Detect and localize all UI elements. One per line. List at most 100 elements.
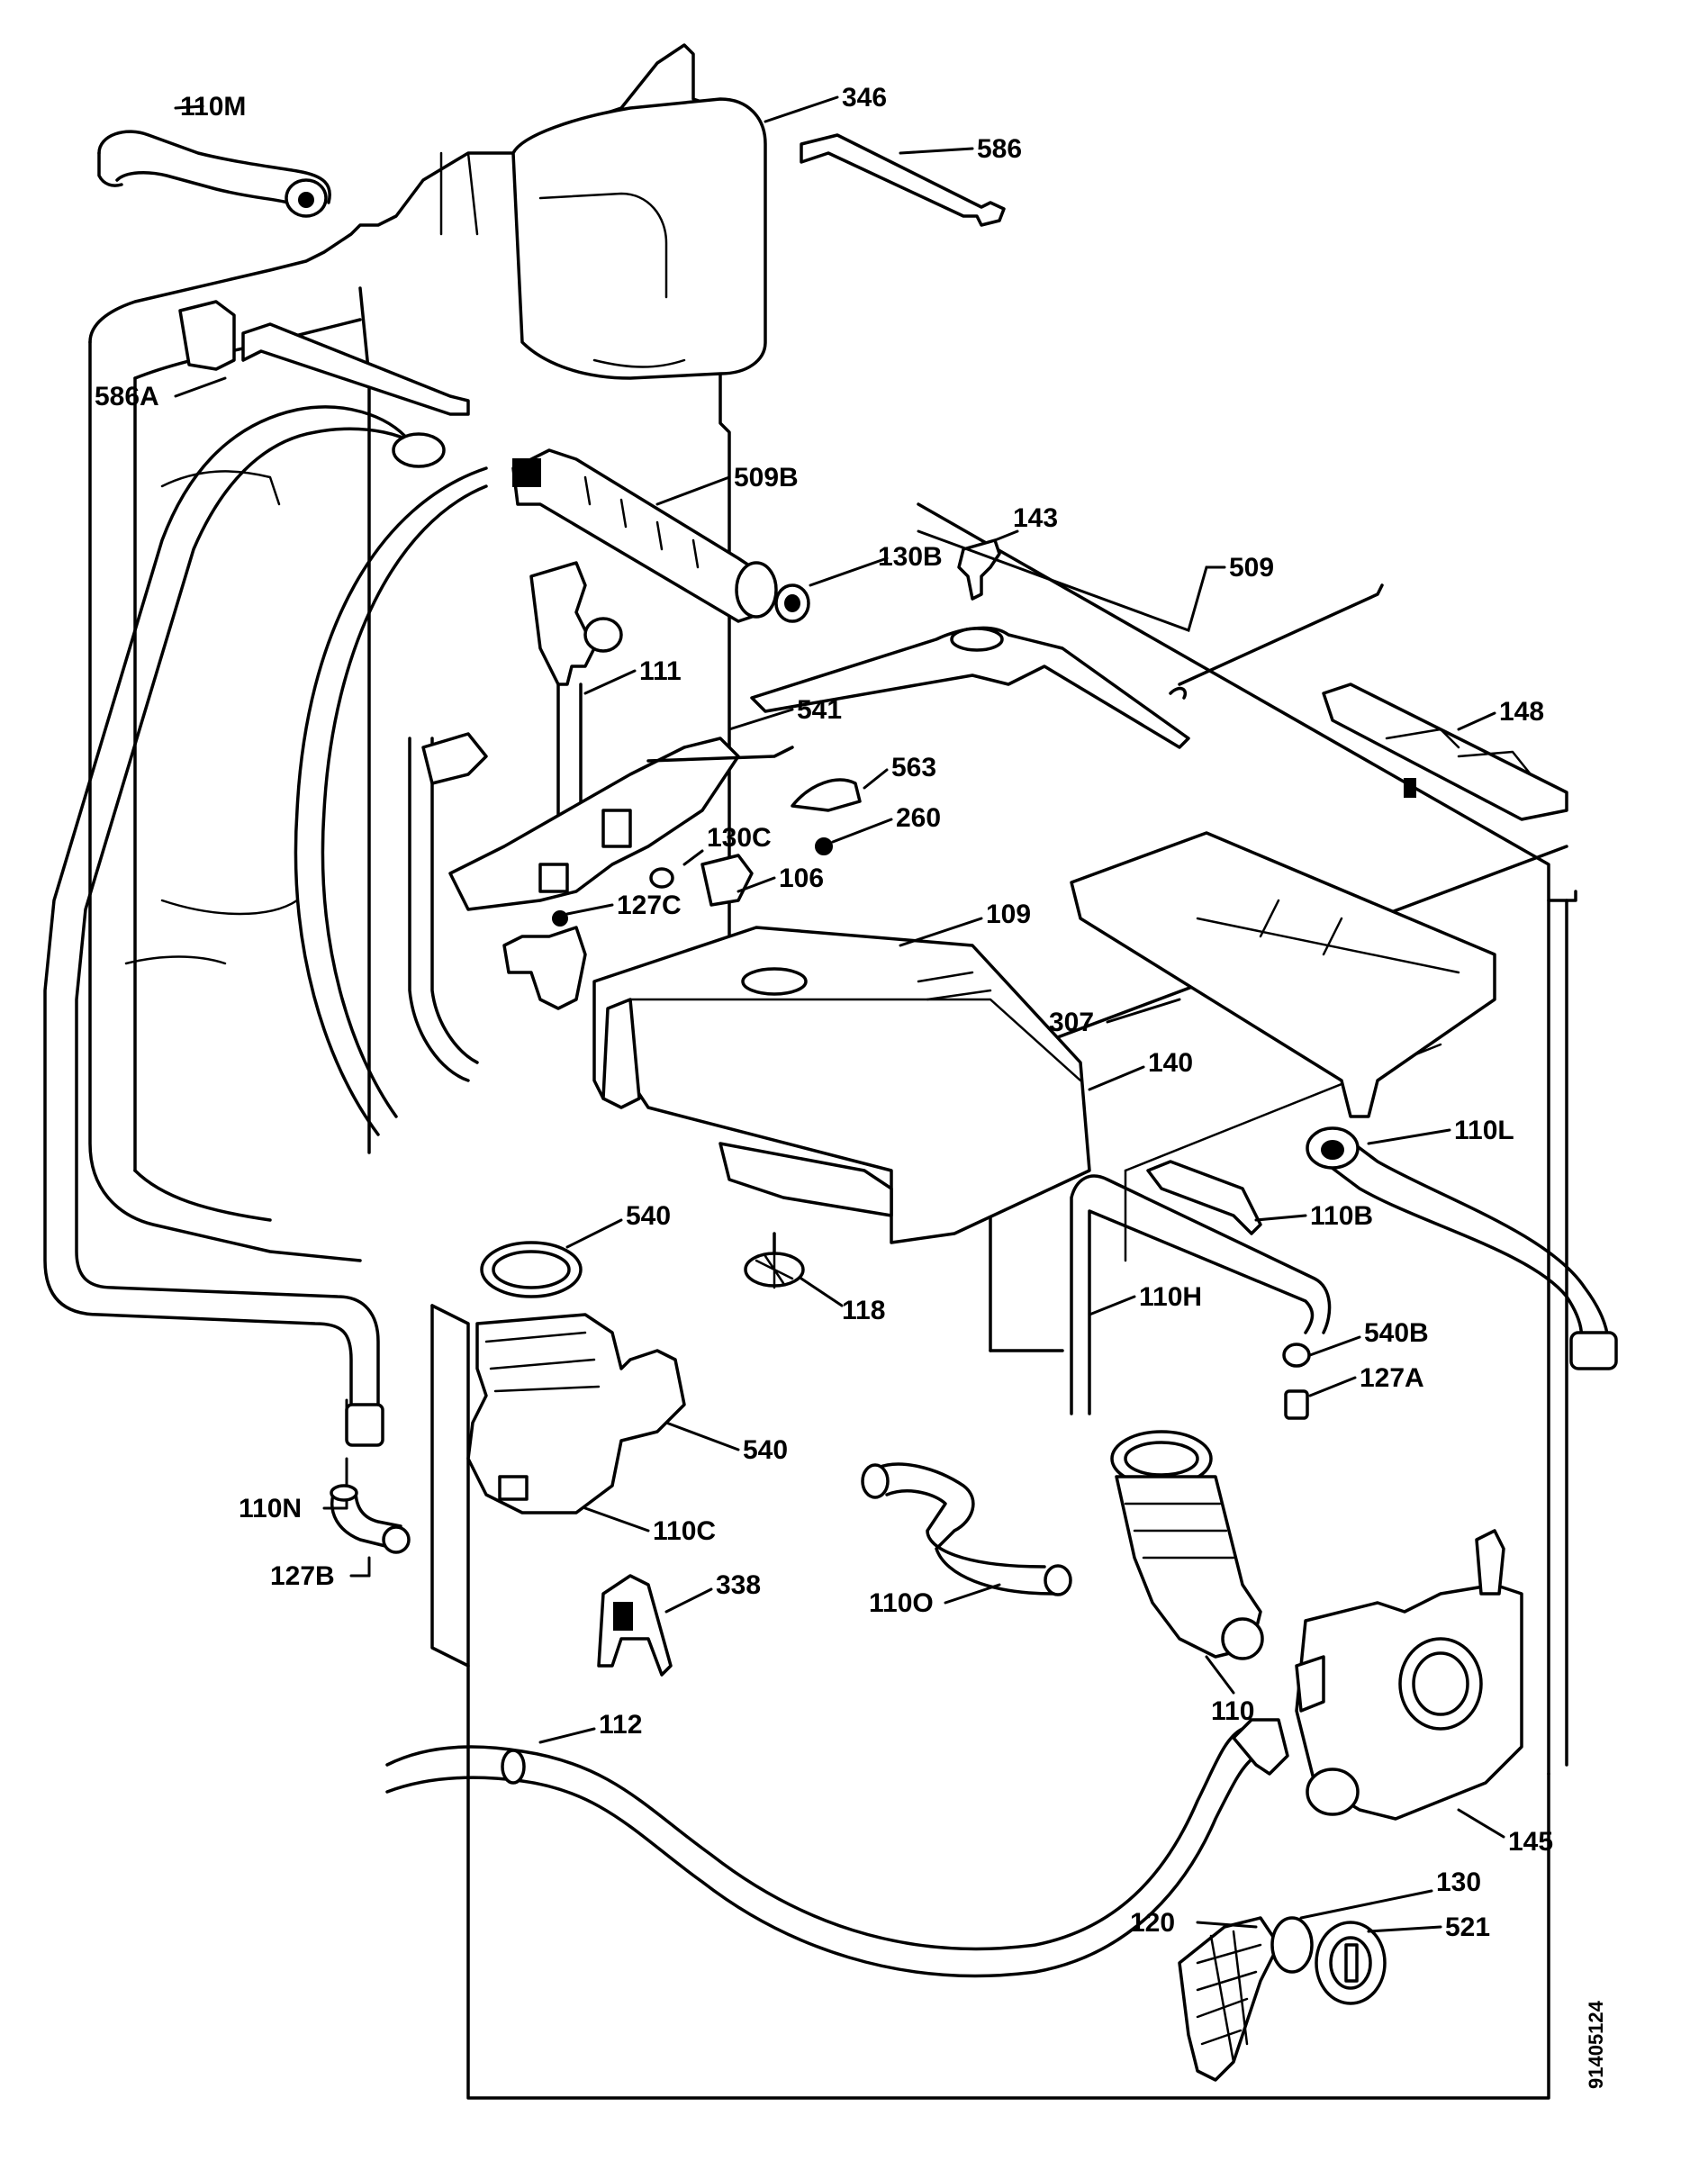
label-110l: 110L	[1454, 1116, 1514, 1145]
leader-130	[1299, 1889, 1433, 1920]
label-540-bottom: 540	[743, 1435, 788, 1465]
label-140: 140	[1148, 1048, 1193, 1078]
leader-563	[863, 768, 889, 790]
leader-145	[1457, 1808, 1505, 1839]
leader-110l	[1367, 1128, 1451, 1145]
label-130: 130	[1436, 1867, 1481, 1897]
leader-130b	[809, 556, 889, 587]
label-540-top: 540	[626, 1201, 671, 1231]
leader-110	[1205, 1655, 1235, 1695]
label-145: 145	[1508, 1827, 1553, 1857]
label-106: 106	[779, 863, 824, 893]
leader-521	[1367, 1925, 1442, 1933]
label-110h: 110H	[1139, 1282, 1202, 1312]
label-521: 521	[1445, 1912, 1490, 1942]
label-540b: 540B	[1364, 1318, 1429, 1348]
part-541-housing	[448, 737, 794, 911]
label-338: 338	[716, 1570, 761, 1600]
label-307: 307	[1049, 1008, 1094, 1037]
label-541: 541	[797, 695, 842, 725]
label-260: 260	[896, 803, 941, 833]
part-110l-hose	[1306, 1126, 1618, 1370]
part-143-valve	[957, 538, 1001, 601]
label-130b: 130B	[878, 542, 943, 572]
leader-509b	[655, 475, 731, 506]
leader-307	[1106, 998, 1181, 1024]
leader-110b	[1254, 1214, 1307, 1222]
part-110b-hose	[1146, 1160, 1262, 1235]
label-130c: 130C	[707, 823, 772, 853]
label-346: 346	[842, 83, 887, 113]
leader-110c	[583, 1506, 650, 1533]
part-586a-bracket	[178, 300, 470, 416]
part-120-filter	[1178, 1916, 1280, 2082]
part-110m-hose	[97, 130, 331, 218]
label-143: 143	[1013, 503, 1058, 533]
leader-586a	[174, 376, 227, 398]
part-148-switch	[1322, 683, 1568, 821]
leader-260	[831, 818, 893, 844]
part-130c-106	[649, 854, 754, 907]
label-563: 563	[891, 753, 936, 782]
part-260-spring	[815, 837, 833, 855]
part-563-cam	[791, 778, 862, 812]
leader-540-bottom	[664, 1421, 740, 1451]
part-540-sump	[466, 1313, 686, 1515]
leader-112	[538, 1727, 596, 1744]
leader-127c	[565, 903, 614, 916]
label-110n: 110N	[239, 1494, 302, 1524]
label-586: 586	[977, 134, 1022, 164]
part-112-drain-hose	[385, 1718, 1289, 1978]
leader-509	[917, 529, 1226, 632]
part-307-drawer	[1070, 831, 1496, 1118]
label-110o: 110O	[869, 1588, 934, 1618]
part-118-wheel	[744, 1232, 805, 1289]
part-110n-hose	[43, 405, 446, 1447]
label-109: 109	[986, 900, 1031, 929]
leader-127a	[1308, 1376, 1357, 1397]
part-127c-nozzle	[502, 910, 587, 1010]
label-112: 112	[599, 1710, 642, 1740]
part-rod	[1169, 583, 1384, 700]
leader-586	[899, 147, 974, 155]
label-509: 509	[1229, 553, 1274, 583]
part-109-dispenser	[592, 926, 1091, 1244]
part-110-drain	[1110, 1430, 1264, 1660]
part-346-housing	[511, 97, 767, 380]
part-586-bracket	[800, 133, 1006, 227]
leader-110h	[1088, 1295, 1136, 1316]
leader-110o	[944, 1583, 1001, 1605]
leader-111	[583, 669, 637, 695]
part-130-seal	[1270, 1916, 1314, 1974]
label-127a: 127A	[1360, 1363, 1424, 1393]
leader-143	[993, 529, 1019, 542]
leader-110m	[174, 104, 204, 110]
part-509b-valve	[511, 448, 810, 623]
leader-140	[1088, 1065, 1145, 1091]
part-338-clip	[597, 1574, 673, 1677]
label-110m: 110M	[180, 92, 246, 122]
part-145-pump	[1295, 1529, 1523, 1821]
leader-346	[764, 95, 839, 123]
part-540-seal	[480, 1241, 583, 1298]
leader-540-top	[565, 1218, 623, 1249]
leader-120	[1196, 1921, 1258, 1929]
leader-118	[800, 1277, 844, 1307]
label-127c: 127C	[617, 891, 682, 920]
label-127b: 127B	[270, 1561, 335, 1591]
hose-left-541	[408, 732, 488, 1082]
part-110h-tube	[1070, 1174, 1332, 1415]
label-586a: 586A	[95, 382, 159, 411]
leader-148	[1457, 711, 1496, 731]
part-labels: 110M 346 586 586A 509B 143 130B 509 111 …	[95, 83, 1553, 1942]
label-120: 120	[1130, 1908, 1175, 1938]
leader-541	[727, 708, 794, 731]
label-148: 148	[1499, 697, 1544, 727]
part-111-inlet	[529, 561, 623, 857]
part-110o-hose	[861, 1462, 1072, 1596]
document-number: 91405124	[1585, 2000, 1607, 2089]
leader-130c	[682, 849, 704, 866]
leader-109	[899, 917, 983, 947]
